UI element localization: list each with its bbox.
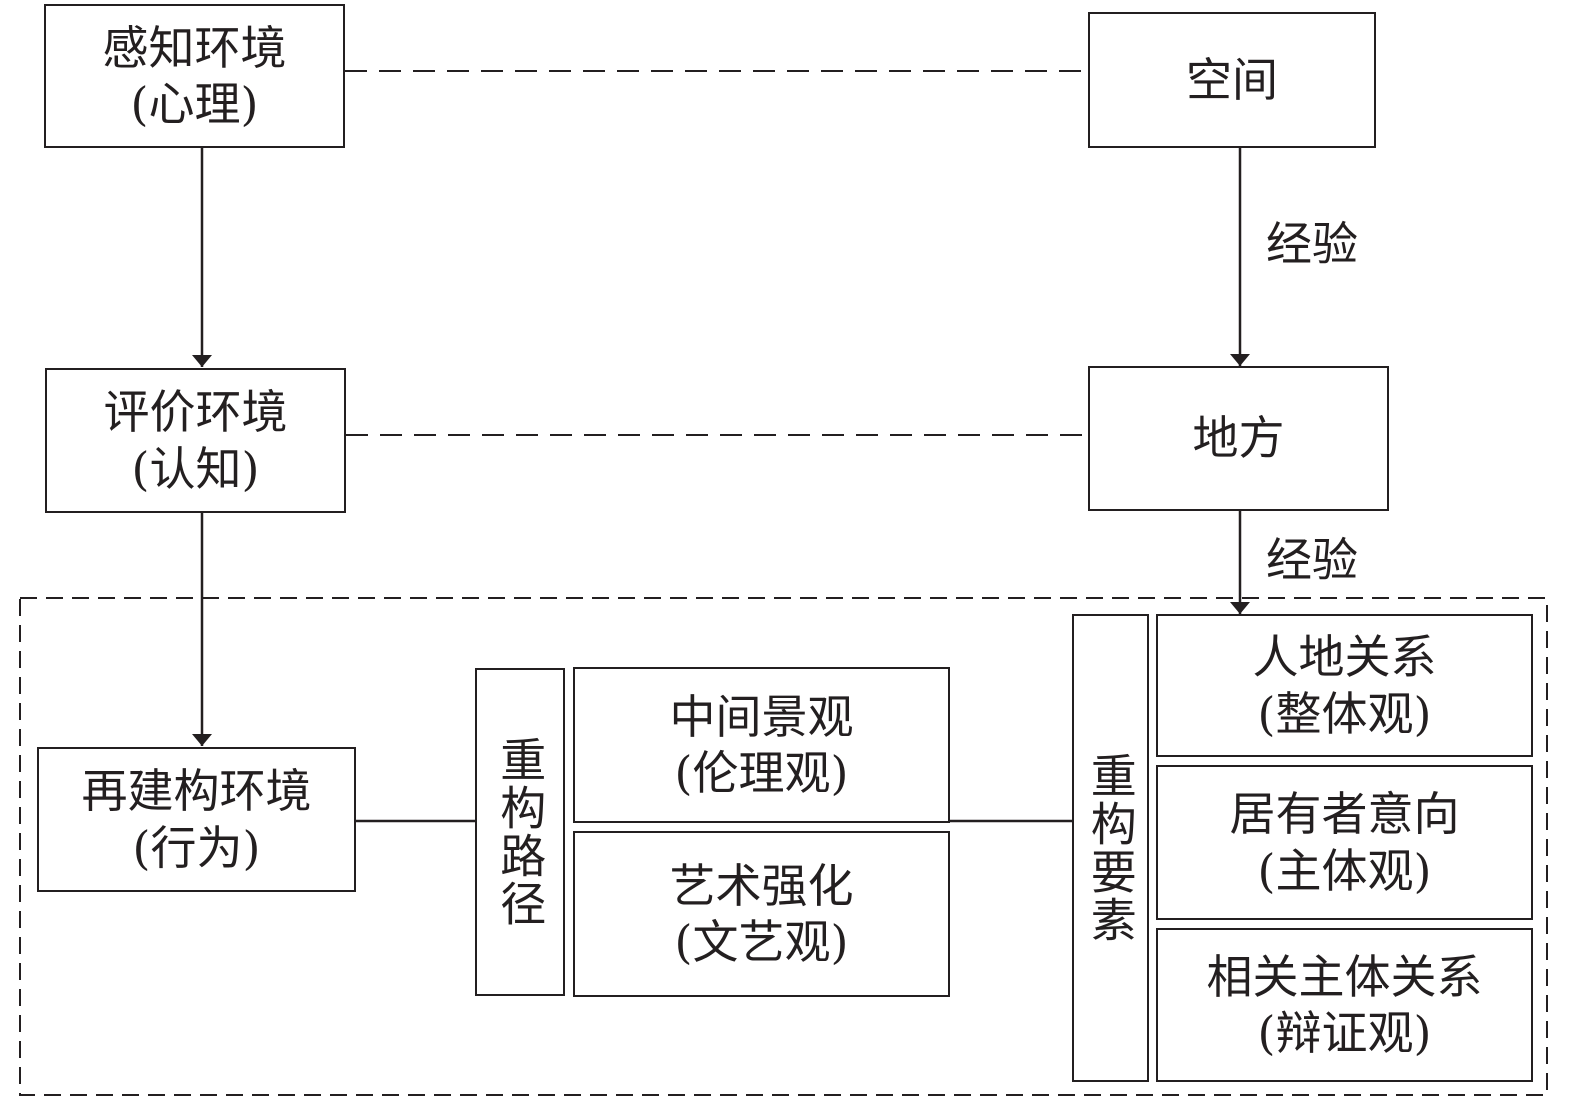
node-reconstructed-environment: 再建构环境 (行为)	[37, 747, 356, 892]
node-title: 空间	[1186, 52, 1278, 107]
node-title: 再建构环境	[81, 764, 312, 819]
node-subtitle: (整体观)	[1257, 686, 1432, 741]
node-subtitle: (主体观)	[1257, 843, 1432, 898]
node-subtitle: (辩证观)	[1257, 1006, 1432, 1060]
edge-label-experience-2: 经验	[1266, 533, 1358, 587]
node-title: 居有者意向	[1229, 787, 1460, 842]
node-subtitle: (心理)	[130, 77, 259, 131]
node-human-land-relation: 人地关系 (整体观)	[1156, 614, 1533, 757]
node-title: 相关主体关系	[1206, 949, 1483, 1004]
edge-label-experience-1: 经验	[1266, 217, 1358, 271]
node-title: 重构要素	[1083, 752, 1138, 944]
node-title: 评价环境	[103, 385, 288, 440]
node-title: 感知环境	[102, 20, 287, 75]
node-middle-landscape: 中间景观 (伦理观)	[573, 667, 950, 823]
node-subtitle: (行为)	[132, 820, 261, 875]
node-space: 空间	[1088, 12, 1376, 148]
reconstruction-region	[19, 597, 1548, 1096]
node-title: 中间景观	[669, 689, 854, 744]
node-reconstruction-path-header: 重构路径	[475, 668, 565, 996]
node-reconstruction-element-header: 重构要素	[1072, 614, 1149, 1082]
node-title: 重构路径	[493, 736, 548, 928]
node-art-enhancement: 艺术强化 (文艺观)	[573, 831, 950, 997]
node-subtitle: (伦理观)	[674, 746, 849, 800]
node-stakeholder-relation: 相关主体关系 (辩证观)	[1156, 928, 1533, 1082]
node-resident-intention: 居有者意向 (主体观)	[1156, 765, 1533, 920]
node-title: 艺术强化	[669, 858, 854, 913]
node-subtitle: (认知)	[131, 441, 260, 496]
node-title: 地方	[1192, 411, 1285, 466]
node-title: 人地关系	[1252, 630, 1437, 685]
node-evaluated-environment: 评价环境 (认知)	[45, 368, 346, 513]
node-subtitle: (文艺观)	[674, 915, 849, 969]
node-place: 地方	[1088, 366, 1389, 511]
node-perceived-environment: 感知环境 (心理)	[44, 4, 345, 148]
